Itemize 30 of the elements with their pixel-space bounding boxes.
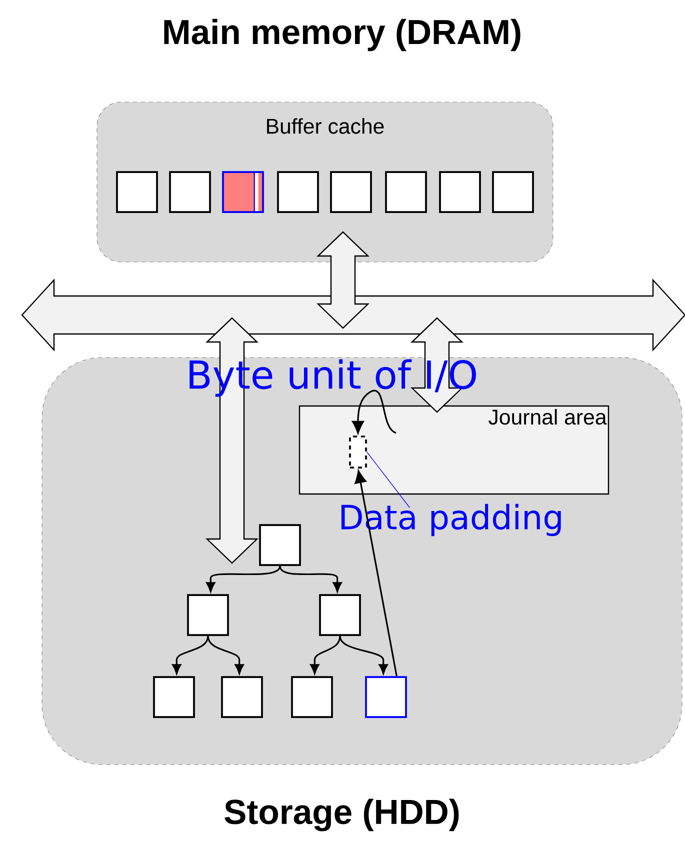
leader-line [366,452,410,508]
cache-block [169,171,211,213]
tree-node [319,594,361,636]
tree-node [221,676,263,718]
tree-arrow [339,636,388,674]
cache-block [277,171,319,213]
cache-block [439,171,481,213]
curly-arrow [352,390,396,434]
cache-block [385,171,427,213]
block-arrow [206,317,258,564]
tree-arrow [310,636,341,674]
tree-node [365,676,407,718]
cache-block [116,171,158,213]
tree-arrow [279,566,342,592]
node-label: Storage (HDD) [224,798,459,832]
journal-area: Journal area [298,405,610,495]
tree-arrow [172,636,209,674]
cache-block [330,171,372,213]
tree-arrow [207,636,244,674]
bus-arrow [21,278,685,352]
tree-node [153,676,195,718]
tree-node [291,676,333,718]
block-arrow [316,231,370,329]
padding-box [349,436,367,468]
tree-arrow [206,566,281,592]
tree-node [259,524,301,566]
cache-block [492,171,534,213]
tree-node [187,594,229,636]
title: Main memory (DRAM) [164,18,520,52]
dirty-block [222,171,264,213]
